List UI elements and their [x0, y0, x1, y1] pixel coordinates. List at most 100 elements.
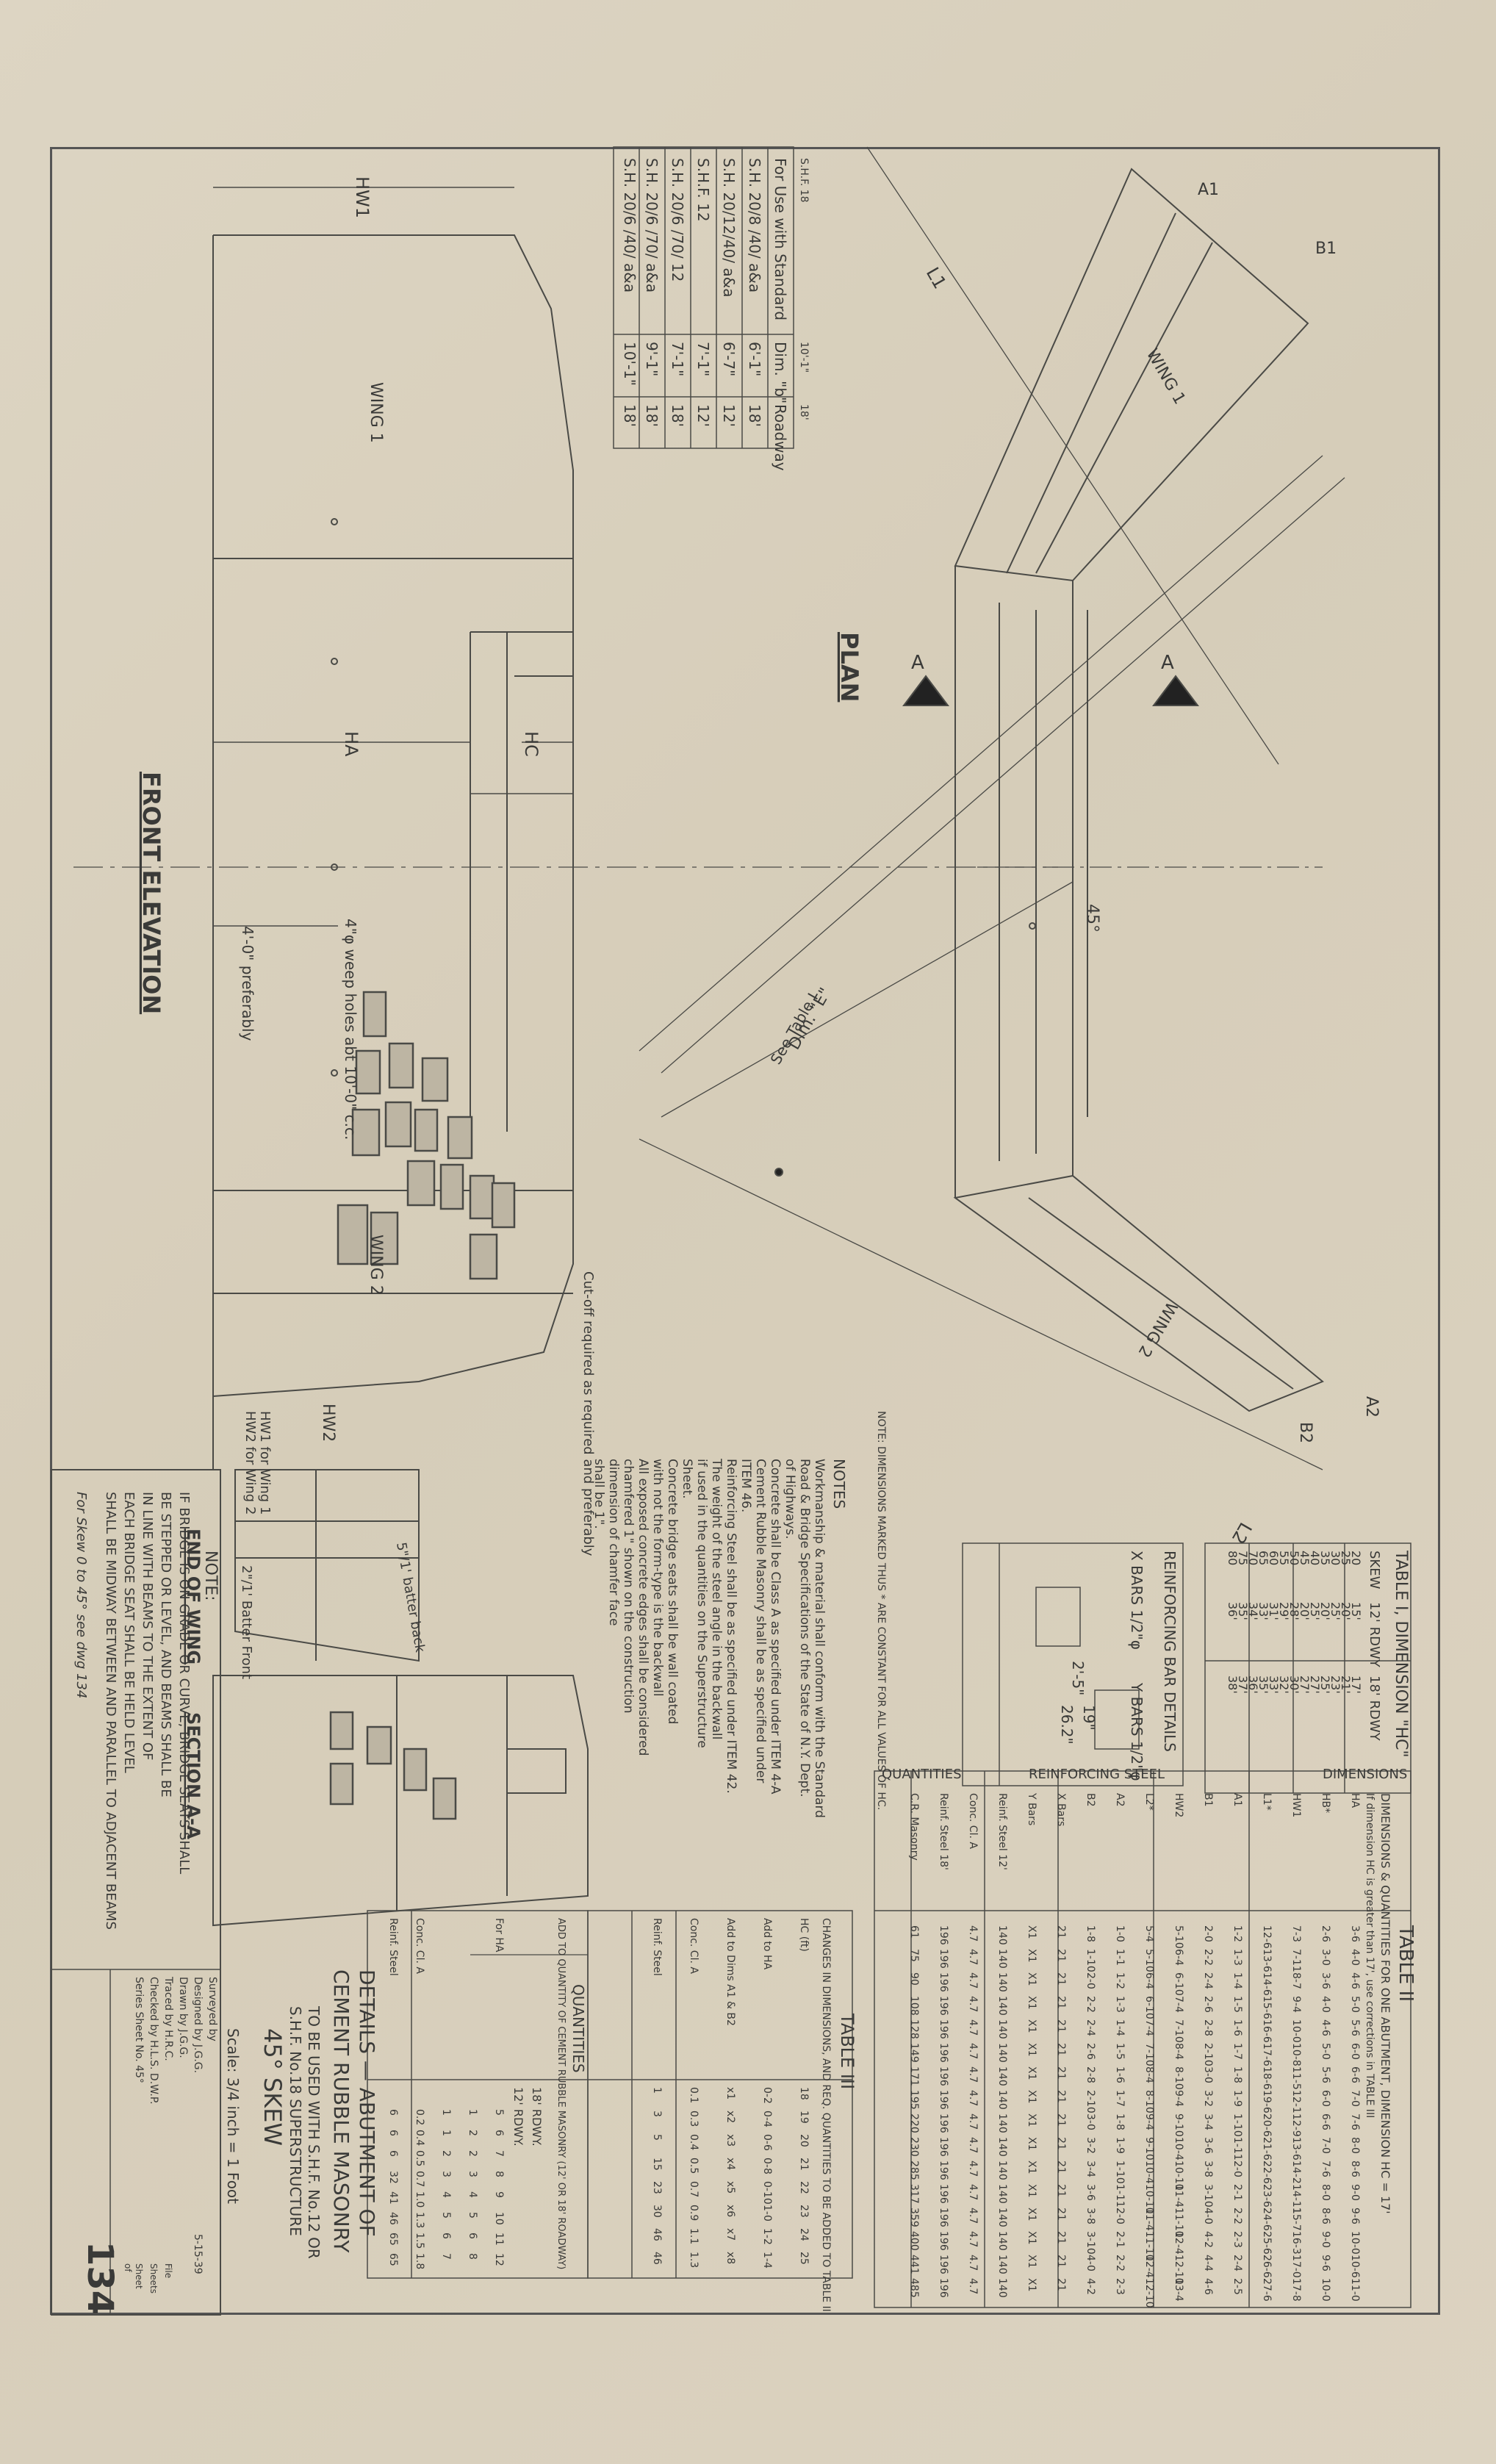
table-3-cell: Add to HA — [761, 1918, 773, 1970]
table-2-cell: 16-3 — [1290, 2231, 1302, 2255]
table-2-cell: X1 — [1026, 1925, 1038, 1939]
table-2-cell: 8-10 — [1143, 2090, 1155, 2113]
table-2-row-label: A1 — [1231, 1793, 1243, 1806]
table-1-cell: 30' — [1287, 1675, 1301, 1694]
table-2-cell: 12-10 — [1143, 2278, 1155, 2308]
quantities-text: QUANTITIES ADD TO QUANTITY OF CEMENT RUB… — [511, 1918, 587, 2269]
end-wing-labels: END OF WING HW2 HW1 for Wing 1 HW2 for W… — [183, 1404, 428, 1839]
table-2-cell: 5-10 — [1173, 1925, 1184, 1949]
quantities-cell: 1 — [467, 2109, 478, 2116]
table-2-cell: 2-6 — [1320, 1925, 1331, 1942]
table-3-cell: 18 — [798, 2087, 810, 2100]
quantities-cell: 6 — [387, 2130, 399, 2136]
table-3-cell: 1 — [651, 2087, 663, 2094]
table-2-cell: 11-4 — [1173, 2184, 1184, 2208]
table-2-cell: 1-10 — [1085, 1949, 1096, 1972]
quantities-cell: 6 — [493, 2130, 505, 2136]
table-2-cell: 11-0 — [1349, 2278, 1361, 2302]
bottom-note-text: NOTE: IF BRIDGE IS ON GRADE OR CURVE, BR… — [73, 1492, 220, 1930]
table-2-cell: 1-5 — [1231, 1996, 1243, 2013]
std-row: S.H. 20/6 /40/ a&a — [621, 158, 639, 292]
table-2-cell: 23-6 — [1261, 2184, 1273, 2208]
table-3-cell: 0.7 — [688, 2181, 700, 2197]
table-2-cell: 10-8 — [1290, 2043, 1302, 2066]
table-3-cell: 1-0 — [761, 2205, 773, 2221]
table-1-cell: 27' — [1298, 1675, 1312, 1694]
table-2-cell: 6-0 — [1349, 2043, 1361, 2060]
quantities-cell: 0.4 — [414, 2130, 425, 2146]
note-line: chamfered 1" shown on the construction — [621, 1459, 636, 1714]
std-row: 18' — [621, 404, 639, 427]
table-3-cell: 0.5 — [688, 2158, 700, 2174]
table-2-cell: 10-10 — [1173, 2161, 1184, 2191]
table-2-cell: 196 — [938, 2137, 949, 2157]
rebar-heading: REINFORCING BAR DETAILS — [1161, 1551, 1179, 1752]
table-2-cell: 140 — [996, 1972, 1008, 1992]
table-2-cell: 5-0 — [1349, 1996, 1361, 2013]
table-2-cell: 140 — [996, 2137, 1008, 2157]
table-2-cell: 2-0 — [1202, 1925, 1214, 1942]
table-1-cell: 40 — [1308, 1551, 1322, 1565]
table-3-cell: 46 — [651, 2228, 663, 2241]
table-2-cell: 196 — [938, 2184, 949, 2204]
table-2-cell: 3-6 — [1320, 1972, 1331, 1989]
table-2-cell: 9-4 — [1143, 2113, 1155, 2130]
table-2-row-label: Reinf. Steel 12' — [996, 1793, 1008, 1870]
table-3-cell: 1.1 — [688, 2228, 700, 2244]
table-2-cell: 2-5 — [1231, 2278, 1243, 2295]
table-3-title: TABLE III — [837, 2013, 857, 2089]
table-2-cell: 4.7 — [967, 2090, 979, 2106]
table-3-cell: HC (ft) — [798, 1918, 810, 1952]
table-2-cell: 1-9 — [1231, 2090, 1243, 2107]
note-line: if used in the quantities on the Superst… — [694, 1459, 709, 1748]
table-2-cell: 2-3 — [1231, 2231, 1243, 2248]
table-2-cell: 2-4 — [1202, 1972, 1214, 1989]
table-2-cell: 171 — [908, 2066, 920, 2086]
table-2-row-label: C.R. Masonry — [908, 1793, 920, 1861]
y-bars-label: Y BARS 1/2"φ — [1128, 1682, 1146, 1781]
table-2-cell: 140 — [996, 2090, 1008, 2110]
table-2-cell: 2-8 — [1202, 2019, 1214, 2036]
table-2-cell: 2-0 — [1085, 1972, 1096, 1989]
hw2-for-wing2: HW2 for Wing 2 — [242, 1411, 258, 1515]
table-2-cell: X1 — [1026, 2161, 1038, 2174]
table-2-cell: 8-0 — [1349, 2137, 1361, 2154]
table-2-cell: 7-6 — [1349, 2113, 1361, 2130]
std-row: S.H.F. 12 — [694, 158, 712, 222]
table-2-cell: 2-8 — [1085, 2066, 1096, 2083]
quantities-cell: 3 — [440, 2171, 452, 2177]
table-2-cell: 196 — [938, 2161, 949, 2180]
note-line: Road & Bridge Specifications of the Stat… — [797, 1459, 812, 1797]
table-2-cell: 140 — [996, 2184, 1008, 2204]
table-2-cell: 14-6 — [1261, 1972, 1273, 1996]
table-2-cell: 196 — [938, 2255, 949, 2274]
std-row: S.H. 20/12/40/ a&a — [720, 158, 738, 297]
table-2-cell: 1-2 — [1114, 1972, 1126, 1989]
table-3-cell: 19 — [798, 2111, 810, 2124]
table-2-cell: 140 — [996, 2278, 1008, 2298]
table-3-cell: 0.4 — [688, 2134, 700, 2150]
x-bars-label: X BARS 1/2"φ — [1128, 1551, 1146, 1650]
table-2-cell: 17-8 — [1290, 2278, 1302, 2302]
quantities-cell: 1 — [440, 2109, 452, 2116]
sheet-label: Sheet — [134, 2263, 144, 2289]
table-2-cell: 1-9 — [1114, 2137, 1126, 2154]
table-2-cell: X1 — [1026, 2231, 1038, 2245]
table-2-cell: 9-0 — [1349, 2184, 1361, 2201]
table-2-row-label: Y Bars — [1026, 1792, 1038, 1825]
table-2-cell: 196 — [938, 1949, 949, 1969]
table-2-cell: 6-6 — [1349, 2066, 1361, 2083]
table-2-cell: 21 — [1055, 2184, 1067, 2197]
table-1-cell: 27' — [1308, 1675, 1322, 1694]
table-2-row-label: B1 — [1202, 1793, 1214, 1807]
table-2-cell: 21 — [1055, 2231, 1067, 2244]
table-2-cell: 7-10 — [1173, 2019, 1184, 2043]
table-2-cell: 4.7 — [967, 2278, 979, 2294]
table-1-cell: 20 — [1349, 1551, 1363, 1565]
table-2-cell: 14-11 — [1290, 2184, 1302, 2214]
table-2-cell: 196 — [938, 2208, 949, 2227]
quantities-cell: 46 — [387, 2212, 399, 2225]
bottom-note-heading: NOTE: — [201, 1551, 220, 1601]
note-line: Concrete shall be Class A as specified u… — [768, 1459, 783, 1795]
table-2-cell: 8-7 — [1290, 1972, 1302, 1989]
